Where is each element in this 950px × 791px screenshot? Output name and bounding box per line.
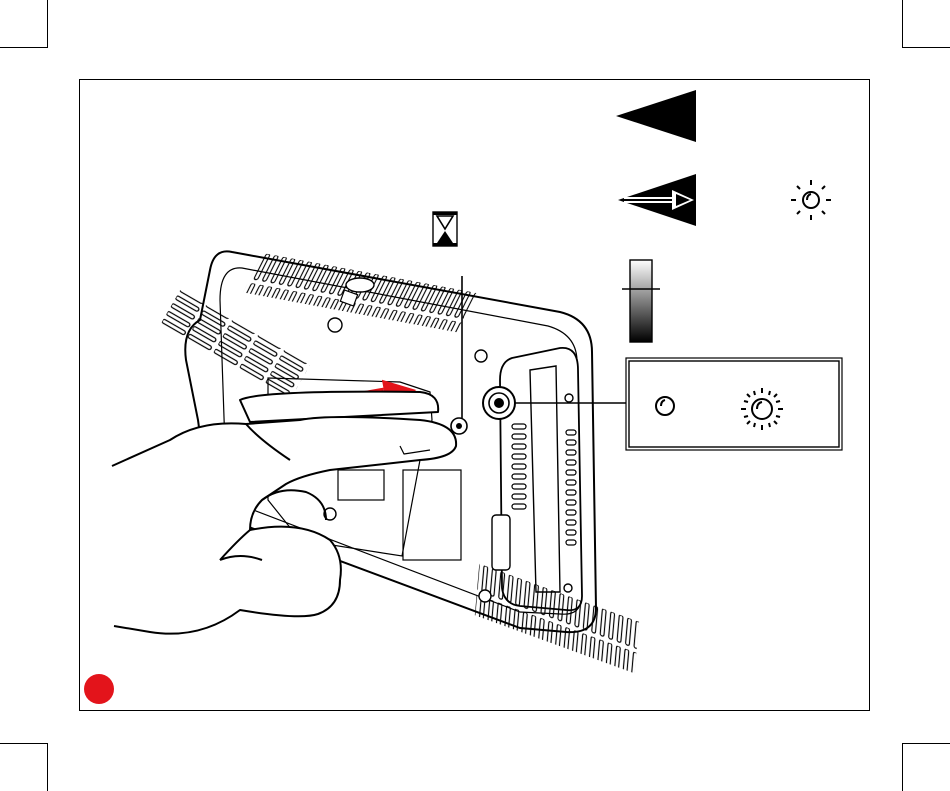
led-status-box [626,358,842,450]
rotary-knob [483,387,515,419]
direction-right-icon [618,174,696,226]
direction-left-icon [616,90,696,142]
step-marker-dot [84,674,114,704]
sun-small-icon [791,180,831,220]
brightness-gradient-icon [622,260,660,342]
hourglass-icon [433,212,457,246]
